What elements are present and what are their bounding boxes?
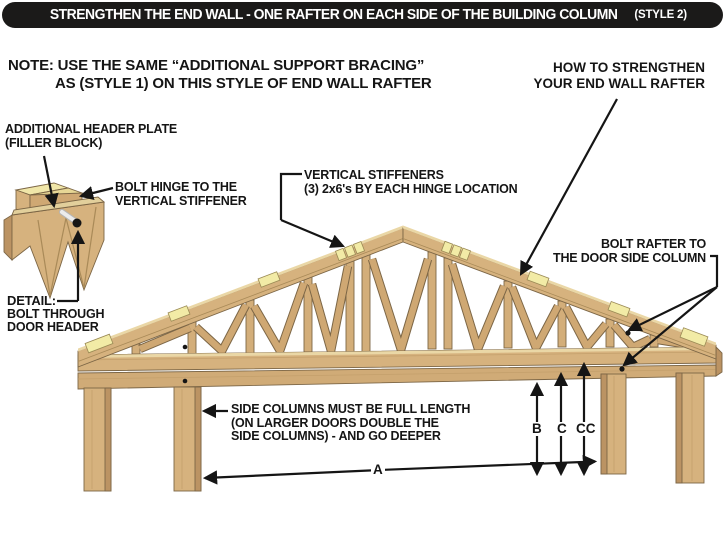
heading-line1: HOW TO STRENGTHEN <box>552 60 705 75</box>
callout-bolt-rafter-line2: THE DOOR SIDE COLUMN <box>553 250 706 265</box>
note-block: NOTE: USE THE SAME “ADDITIONAL SUPPORT B… <box>8 57 432 92</box>
dimension-label-cc: CC <box>574 421 598 436</box>
callout-vertical-stiffeners-line1: VERTICAL STIFFENERS <box>304 168 444 182</box>
door-columns <box>83 372 705 492</box>
truss-diagonals <box>138 257 697 365</box>
callout-bolt-rafter-line1: BOLT RAFTER TO <box>600 237 706 251</box>
callout-bolt-rafter: BOLT RAFTER TO THE DOOR SIDE COLUMN <box>553 237 706 265</box>
callout-side-columns-line1: SIDE COLUMNS MUST BE FULL LENGTH <box>231 402 471 416</box>
note-label: NOTE: <box>8 57 54 74</box>
title-bar: STRENGTHEN THE END WALL - ONE RAFTER ON … <box>2 2 723 28</box>
callout-vertical-stiffeners-line2: (3) 2x6's BY EACH HINGE LOCATION <box>304 181 518 196</box>
callout-bolt-hinge-line1: BOLT HINGE TO THE <box>115 180 237 194</box>
detail-inset <box>3 182 106 300</box>
dimension-label-b: B <box>530 421 544 436</box>
heading-right: HOW TO STRENGTHEN YOUR END WALL RAFTER <box>534 60 706 92</box>
callout-detail-line2: DOOR HEADER <box>7 320 99 334</box>
bolt-dots <box>182 330 631 384</box>
callout-header-plate-line1: ADDITIONAL HEADER PLATE <box>5 122 178 136</box>
callout-vertical-stiffeners: VERTICAL STIFFENERS (3) 2x6's BY EACH HI… <box>304 168 518 196</box>
truss-chords <box>77 225 723 390</box>
callout-side-columns: SIDE COLUMNS MUST BE FULL LENGTH (ON LAR… <box>231 402 471 444</box>
title-style-tag: (STYLE 2) <box>634 9 687 21</box>
heading-line2: YOUR END WALL RAFTER <box>533 76 706 91</box>
detail-bolt <box>59 209 82 228</box>
note-line2: AS (STYLE 1) ON THIS STYLE OF END WALL R… <box>55 74 432 92</box>
callout-header-plate: ADDITIONAL HEADER PLATE (FILLER BLOCK) <box>5 122 178 150</box>
callout-side-columns-line2: (ON LARGER DOORS DOUBLE THE <box>231 415 439 430</box>
note-line1: USE THE SAME “ADDITIONAL SUPPORT BRACING… <box>57 57 425 74</box>
callout-header-plate-line2: (FILLER BLOCK) <box>5 135 103 150</box>
callout-bolt-hinge-line2: VERTICAL STIFFENER <box>115 193 247 208</box>
callout-detail: DETAIL: BOLT THROUGH DOOR HEADER <box>7 293 105 335</box>
title-text: STRENGTHEN THE END WALL - ONE RAFTER ON … <box>49 7 618 23</box>
dimension-label-c: C <box>555 421 569 436</box>
callout-side-columns-line3: SIDE COLUMNS) - AND GO DEEPER <box>231 429 441 443</box>
callout-bolt-hinge: BOLT HINGE TO THE VERTICAL STIFFENER <box>115 180 247 208</box>
leader-arrows <box>42 98 719 419</box>
dimension-arrows <box>202 361 598 485</box>
dimension-label-a: A <box>371 462 385 477</box>
callout-detail-line1: BOLT THROUGH <box>7 306 105 321</box>
callout-detail-title: DETAIL: <box>7 293 56 308</box>
